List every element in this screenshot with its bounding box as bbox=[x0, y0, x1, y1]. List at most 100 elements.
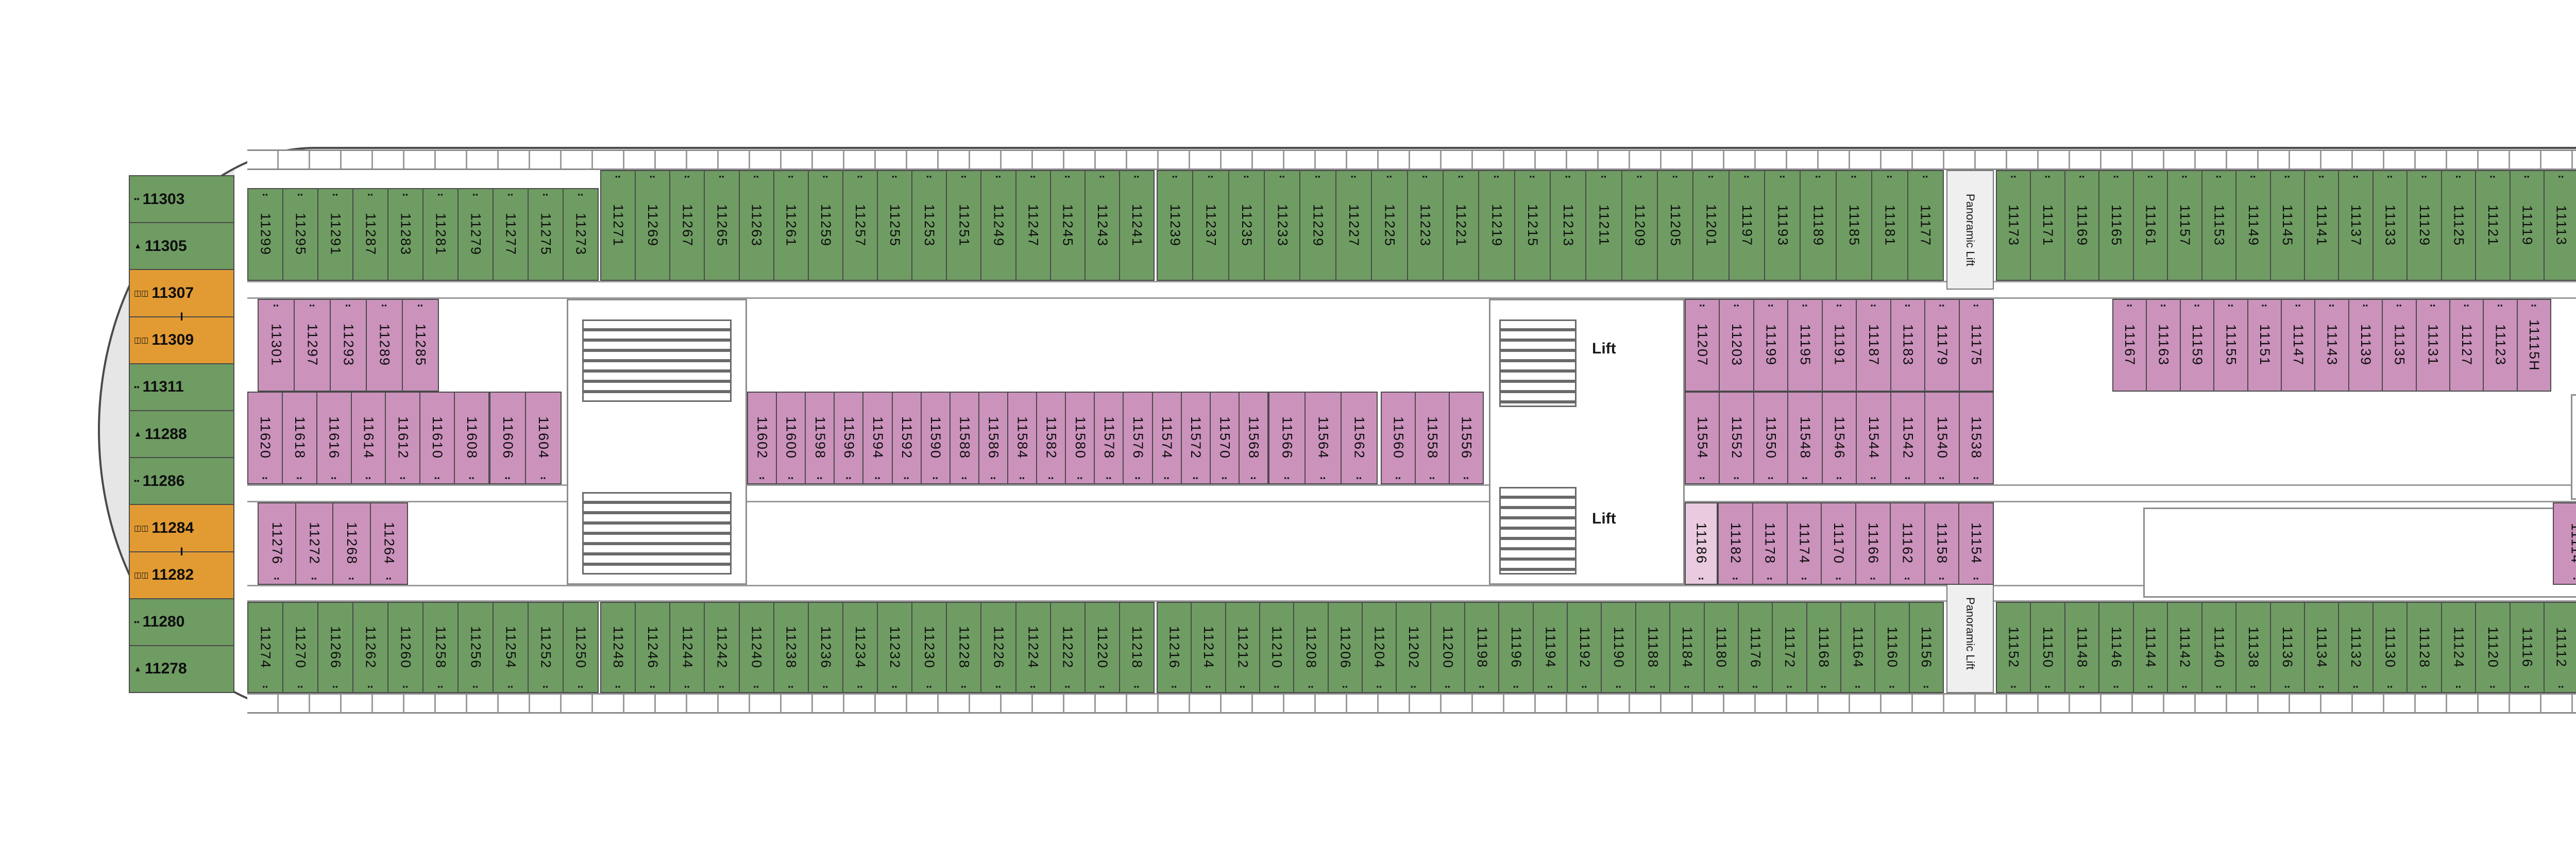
cabin-11264: 11264 bbox=[370, 503, 407, 584]
section-row2-stern: 11620116181161611614116121161011608 bbox=[247, 392, 489, 484]
section-top-green-2: 1127111269112671126511263112611125911257… bbox=[600, 170, 1155, 281]
cabin-11137: 11137 bbox=[2339, 171, 2374, 280]
cabin-11229: 11229 bbox=[1300, 171, 1336, 280]
cabin-11307: ◫◫11307 bbox=[130, 270, 233, 317]
cabin-11161: 11161 bbox=[2133, 171, 2168, 280]
cabin-11169: 11169 bbox=[2065, 171, 2100, 280]
cabin-11227: 11227 bbox=[1336, 171, 1372, 280]
cabin-11241: 11241 bbox=[1120, 171, 1154, 280]
cabin-11263: 11263 bbox=[739, 171, 774, 280]
section-row3-stern: 11276112721126811264 bbox=[258, 502, 408, 585]
cabin-11201: 11201 bbox=[1693, 171, 1730, 280]
cabin-11620: 11620 bbox=[248, 393, 283, 483]
section-row3-mid: 1118211178111741117011166111621115811154 bbox=[1718, 502, 1994, 585]
cabin-11206: 11206 bbox=[1328, 603, 1363, 692]
cabin-11564: 11564 bbox=[1306, 393, 1342, 483]
cabin-11239: 11239 bbox=[1158, 171, 1194, 280]
lift-label-midship-lower: Lift bbox=[1592, 510, 1616, 527]
cabin-11552: 11552 bbox=[1720, 393, 1754, 483]
cabin-type-icon: ◫◫ bbox=[134, 336, 149, 345]
cabin-11233: 11233 bbox=[1265, 171, 1301, 280]
section-bot-green-3: 1121611214112121121011208112061120411202… bbox=[1157, 602, 1944, 693]
cabin-11223: 11223 bbox=[1408, 171, 1444, 280]
cabin-11174: 11174 bbox=[1787, 503, 1822, 584]
cabin-11612: 11612 bbox=[386, 393, 421, 483]
section-row1-mid2: 1116711163111591115511151111471114311139… bbox=[2112, 299, 2551, 392]
cabin-11576: 11576 bbox=[1124, 393, 1153, 483]
cabin-11196: 11196 bbox=[1499, 603, 1534, 692]
cabin-11265: 11265 bbox=[705, 171, 740, 280]
cabin-11582: 11582 bbox=[1037, 393, 1066, 483]
cabin-11124: 11124 bbox=[2442, 603, 2477, 692]
cabin-11546: 11546 bbox=[1822, 393, 1857, 483]
cabin-11242: 11242 bbox=[705, 603, 740, 692]
section-top-green-4: 1117311171111691116511161111571115311149… bbox=[1996, 170, 2576, 281]
cabin-11238: 11238 bbox=[774, 603, 809, 692]
cabin-11250: 11250 bbox=[564, 603, 598, 692]
cabin-11592: 11592 bbox=[892, 393, 922, 483]
cabin-11115H: 11115H bbox=[2517, 300, 2551, 391]
cabin-11287: 11287 bbox=[353, 189, 388, 280]
cabin-11141: 11141 bbox=[2304, 171, 2340, 280]
cabin-11135: 11135 bbox=[2383, 300, 2417, 391]
cabin-11123: 11123 bbox=[2484, 300, 2518, 391]
cabin-type-icon: ◫◫ bbox=[134, 289, 149, 298]
cabin-11167: 11167 bbox=[2113, 300, 2147, 391]
cabin-11240: 11240 bbox=[739, 603, 774, 692]
cabin-11279: 11279 bbox=[459, 189, 494, 280]
cabin-11281: 11281 bbox=[423, 189, 459, 280]
cabin-11176: 11176 bbox=[1738, 603, 1773, 692]
cabin-11209: 11209 bbox=[1622, 171, 1658, 280]
cabin-11116: 11116 bbox=[2510, 603, 2545, 692]
cabin-11205: 11205 bbox=[1658, 171, 1694, 280]
cabin-11163: 11163 bbox=[2147, 300, 2181, 391]
cabin-11142: 11142 bbox=[2168, 603, 2202, 692]
section-cab-11114: 11114 bbox=[2553, 502, 2576, 585]
cabin-11276: 11276 bbox=[259, 503, 296, 584]
cabin-11277: 11277 bbox=[494, 189, 529, 280]
cabin-11225: 11225 bbox=[1372, 171, 1408, 280]
cabin-11293: 11293 bbox=[331, 300, 367, 391]
cabin-11278: ▲11278 bbox=[130, 646, 233, 693]
cabin-11155: 11155 bbox=[2214, 300, 2248, 391]
cabin-11162: 11162 bbox=[1890, 503, 1925, 584]
balcony-strip-bottom bbox=[247, 693, 2576, 714]
cabin-11179: 11179 bbox=[1925, 300, 1960, 391]
cabin-11132: 11132 bbox=[2339, 603, 2374, 692]
section-cab-11186: 11186 bbox=[1685, 502, 1718, 585]
cabin-11140: 11140 bbox=[2202, 603, 2237, 692]
cabin-11618: 11618 bbox=[282, 393, 317, 483]
cabin-11303: ▪▪11303 bbox=[130, 176, 233, 224]
cabin-11149: 11149 bbox=[2236, 171, 2271, 280]
stern-stairs-upper-icon bbox=[582, 319, 732, 402]
section-bot-green-2: 1124811246112441124211240112381123611234… bbox=[600, 602, 1155, 693]
cabin-11245: 11245 bbox=[1050, 171, 1086, 280]
cabin-11193: 11193 bbox=[1765, 171, 1801, 280]
cabin-11125: 11125 bbox=[2442, 171, 2477, 280]
panoramic-lift-top: Panoramic Lift bbox=[1946, 170, 1994, 290]
cabin-11244: 11244 bbox=[670, 603, 705, 692]
cabin-11588: 11588 bbox=[950, 393, 979, 483]
cabin-11143: 11143 bbox=[2315, 300, 2349, 391]
cabin-11188: 11188 bbox=[1636, 603, 1671, 692]
cabin-11186: 11186 bbox=[1686, 503, 1717, 584]
cabin-11215: 11215 bbox=[1515, 171, 1551, 280]
cabin-11222: 11222 bbox=[1050, 603, 1086, 692]
cabin-11208: 11208 bbox=[1294, 603, 1329, 692]
cabin-11594: 11594 bbox=[863, 393, 893, 483]
cabin-11170: 11170 bbox=[1822, 503, 1856, 584]
cabin-11128: 11128 bbox=[2408, 603, 2442, 692]
central-open-area-upper bbox=[2571, 394, 2576, 500]
midship-stairs-upper-icon bbox=[1499, 319, 1577, 407]
cabin-11610: 11610 bbox=[420, 393, 455, 483]
cabin-11144: 11144 bbox=[2133, 603, 2168, 692]
stern-cabin-stack: ▪▪11303▲11305◫◫11307◫◫11309▪▪11311▲11288… bbox=[129, 175, 234, 693]
cabin-11131: 11131 bbox=[2416, 300, 2450, 391]
cabin-11202: 11202 bbox=[1397, 603, 1431, 692]
cabin-11171: 11171 bbox=[2031, 171, 2065, 280]
cabin-11562: 11562 bbox=[1342, 393, 1377, 483]
cabin-11198: 11198 bbox=[1465, 603, 1500, 692]
cabin-11150: 11150 bbox=[2031, 603, 2065, 692]
cabin-11289: 11289 bbox=[367, 300, 403, 391]
cabin-11295: 11295 bbox=[283, 189, 318, 280]
